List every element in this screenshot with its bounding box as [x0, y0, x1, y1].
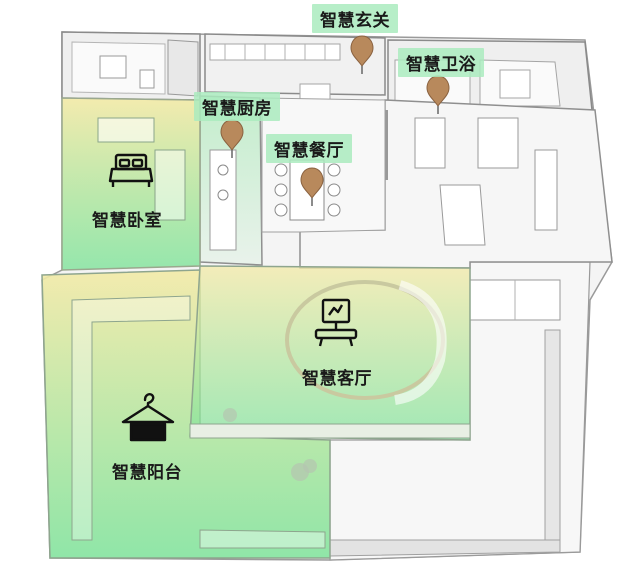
label-entrance: 智慧玄关	[312, 4, 398, 33]
upper-rooms	[61, 31, 593, 111]
tv-icon	[314, 298, 358, 347]
location-pin-icon	[300, 167, 324, 206]
label-living-room: 智慧客厅	[302, 369, 372, 389]
balcony-highlight	[41, 269, 331, 559]
dining-area	[261, 97, 386, 233]
location-pin-icon	[220, 119, 244, 158]
label-kitchen: 智慧厨房	[194, 92, 280, 121]
clothes-hanger-icon	[121, 393, 175, 442]
plant-decoration	[223, 408, 317, 481]
bed-icon	[108, 153, 154, 187]
location-pin-icon	[350, 35, 374, 74]
label-dining: 智慧餐厅	[266, 134, 352, 163]
kitchen-area	[199, 95, 263, 266]
location-pin-icon	[426, 75, 450, 114]
label-balcony: 智慧阳台	[112, 463, 182, 483]
label-bedroom: 智慧卧室	[92, 211, 162, 231]
living-room-highlight	[189, 265, 471, 441]
bedroom-highlight	[61, 97, 201, 271]
label-bathroom: 智慧卫浴	[398, 48, 484, 77]
